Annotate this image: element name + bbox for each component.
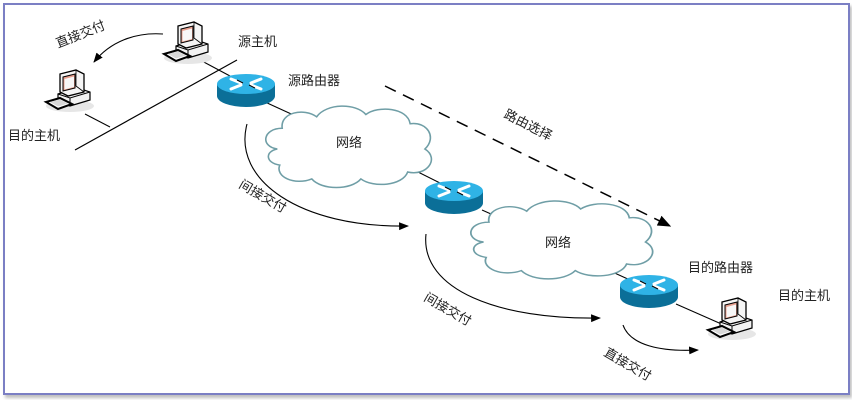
- dest-host-left-computer-icon: [45, 69, 95, 113]
- dest-host-right-computer-icon: [707, 297, 757, 341]
- direct-delivery-bottom-label: 直接交付: [601, 345, 654, 385]
- indirect-delivery-1-arrow: [244, 123, 409, 231]
- direct-delivery-top-label: 直接交付: [54, 17, 108, 51]
- middle-router-icon: [423, 179, 485, 216]
- lan-segment: [74, 59, 238, 151]
- source-router-icon: [215, 72, 277, 109]
- dest-host-right-label: 目的主机: [778, 288, 830, 304]
- route-selection-label: 路由选择: [501, 106, 555, 144]
- dest-host-left-label: 目的主机: [8, 128, 60, 144]
- source-host-computer-icon: [163, 21, 213, 65]
- network-2-label: 网络: [545, 235, 571, 251]
- indirect-delivery-2-arrow: [425, 233, 601, 323]
- source-host-label: 源主机: [238, 35, 277, 50]
- link-router3-desthost: [675, 303, 727, 327]
- indirect-delivery-2-label: 间接交付: [421, 290, 474, 330]
- source-router-label: 源路由器: [288, 73, 340, 89]
- direct-delivery-bottom-arrow: [622, 324, 699, 355]
- network-1-label: 网络: [336, 135, 362, 151]
- dest-router-label: 目的路由器: [688, 260, 753, 276]
- direct-delivery-top-arrow: [93, 33, 164, 63]
- route-selection-arrow: [384, 85, 672, 227]
- dest-router-icon: [618, 273, 680, 310]
- dest-host-left-link: [84, 113, 111, 128]
- link-net1-router2: [417, 171, 441, 184]
- source-host-link: [199, 59, 231, 77]
